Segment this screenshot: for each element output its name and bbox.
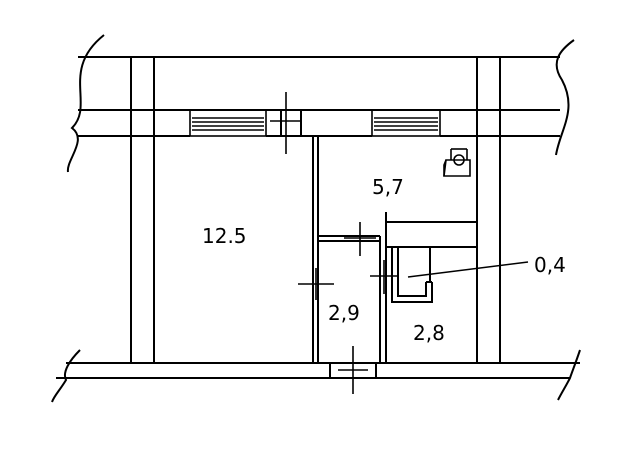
walls [51,34,581,403]
bathroom-area-label: 2,8 [413,321,445,345]
gas-stove-icon [443,148,471,177]
axis-marks [270,92,398,394]
entrance-door [329,363,377,378]
break-line-top-left [66,34,105,173]
break-line-bottom-right [557,349,581,401]
vent-block [280,110,302,136]
break-line-top-right [555,39,575,156]
closet-outline-outer [391,247,433,303]
stove-burner [453,154,465,166]
stove-outline [443,159,471,177]
closet-outline-inner [397,247,427,297]
closet-area-label: 0,4 [534,253,566,277]
room-main-area-label: 12.5 [202,224,247,248]
kitchen-area-label: 5,7 [372,175,404,199]
window-left [189,109,267,137]
window-right [371,109,441,137]
break-line-bottom-left [51,349,81,403]
window-right-frame [371,109,441,137]
stove-side [443,159,447,176]
closet-leader-line [407,261,529,278]
partition-kitchen-bath [385,221,478,248]
hallway-area-label: 2,9 [328,301,360,325]
window-left-frame [189,109,267,137]
